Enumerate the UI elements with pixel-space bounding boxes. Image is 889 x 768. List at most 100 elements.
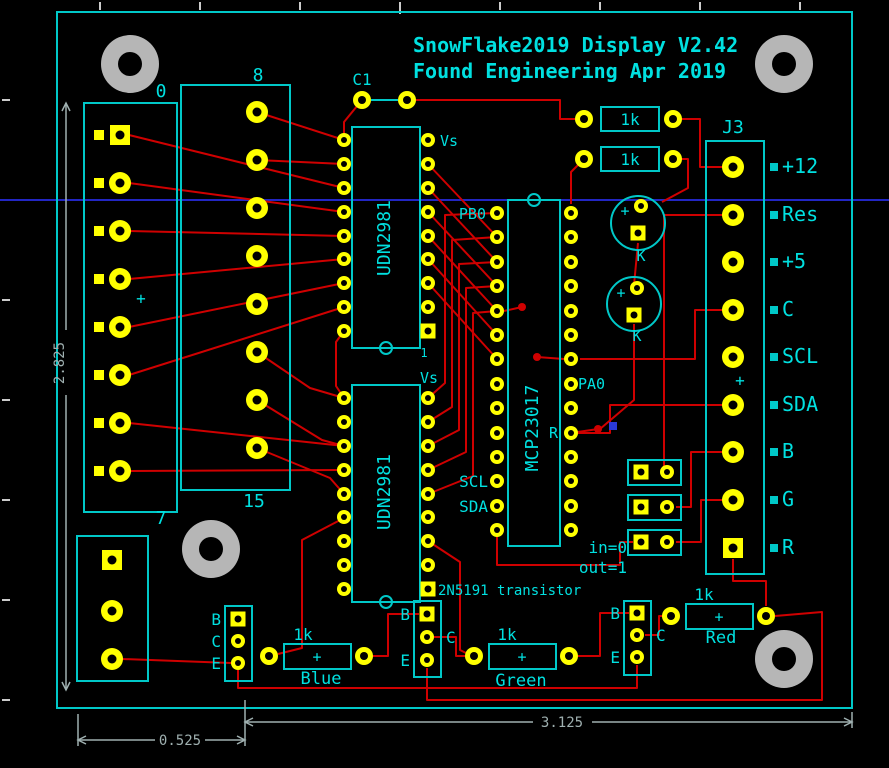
- connector-j3[interactable]: J3 + +12 Res +5 C SCL SDA B G R: [705, 117, 818, 575]
- pad[interactable]: [109, 460, 131, 482]
- pad[interactable]: [246, 293, 268, 315]
- pad[interactable]: [337, 300, 351, 314]
- pad[interactable]: [629, 605, 645, 621]
- pad[interactable]: [337, 252, 351, 266]
- pad[interactable]: [630, 225, 646, 241]
- pad[interactable]: [101, 648, 123, 670]
- pad[interactable]: [421, 391, 435, 405]
- pad[interactable]: [102, 550, 122, 570]
- pad[interactable]: [101, 600, 123, 622]
- pad[interactable]: [421, 157, 435, 171]
- transistor-q2[interactable]: B C E: [400, 600, 456, 678]
- pad[interactable]: [337, 582, 351, 596]
- pad[interactable]: [421, 487, 435, 501]
- pad[interactable]: [564, 352, 578, 366]
- pad[interactable]: [722, 346, 744, 368]
- pad[interactable]: [575, 150, 593, 168]
- trace-bundle-mid[interactable]: [277, 330, 633, 655]
- pad[interactable]: [260, 647, 278, 665]
- pad[interactable]: [109, 364, 131, 386]
- pad[interactable]: [465, 647, 483, 665]
- ic-udn2981-2[interactable]: UDN2981 Vs: [337, 369, 438, 609]
- pad[interactable]: [421, 510, 435, 524]
- pad[interactable]: [94, 466, 104, 476]
- pad[interactable]: [664, 150, 682, 168]
- pad[interactable]: [722, 489, 744, 511]
- diode-d2[interactable]: + K: [606, 276, 662, 345]
- pad[interactable]: [490, 352, 504, 366]
- pad[interactable]: [246, 341, 268, 363]
- pad[interactable]: [630, 281, 644, 295]
- pad[interactable]: [231, 656, 245, 670]
- pad[interactable]: [421, 276, 435, 290]
- pad[interactable]: [490, 328, 504, 342]
- pad[interactable]: [564, 206, 578, 220]
- pad[interactable]: [490, 206, 504, 220]
- pad[interactable]: [490, 377, 504, 391]
- jumper-blocks[interactable]: in=0 out=1: [579, 459, 682, 577]
- pad[interactable]: [490, 304, 504, 318]
- pad[interactable]: [564, 450, 578, 464]
- pad[interactable]: [420, 581, 436, 597]
- pad[interactable]: [634, 199, 648, 213]
- pad[interactable]: [421, 252, 435, 266]
- pad[interactable]: [94, 322, 104, 332]
- transistor-q1[interactable]: B C E: [211, 605, 253, 682]
- pad[interactable]: [337, 157, 351, 171]
- copper-traces[interactable]: [121, 99, 823, 701]
- resistor-blue[interactable]: 1k + Blue: [260, 625, 373, 689]
- pad[interactable]: [421, 463, 435, 477]
- pad[interactable]: [421, 205, 435, 219]
- board-outline[interactable]: [56, 11, 853, 709]
- pad[interactable]: [421, 133, 435, 147]
- pad[interactable]: [355, 647, 373, 665]
- pad[interactable]: [109, 172, 131, 194]
- pad[interactable]: [722, 156, 744, 178]
- pad[interactable]: [664, 110, 682, 128]
- pad[interactable]: [109, 220, 131, 242]
- connector-bottom-left[interactable]: [76, 535, 149, 682]
- pad[interactable]: [94, 178, 104, 188]
- pad[interactable]: [630, 628, 644, 642]
- pad[interactable]: [722, 299, 744, 321]
- board-title[interactable]: SnowFlake2019 Display V2.42 Found Engine…: [413, 33, 738, 83]
- pad[interactable]: [660, 465, 674, 479]
- connector-top[interactable]: 8 15: [180, 65, 291, 512]
- pad[interactable]: [420, 630, 434, 644]
- resistor-red[interactable]: 1k + Red: [662, 585, 775, 648]
- pad[interactable]: [421, 534, 435, 548]
- pad[interactable]: [490, 523, 504, 537]
- pad[interactable]: [757, 607, 775, 625]
- pad[interactable]: [633, 499, 649, 515]
- pad[interactable]: [420, 653, 434, 667]
- pad[interactable]: [337, 415, 351, 429]
- pad[interactable]: [564, 304, 578, 318]
- pad[interactable]: [490, 255, 504, 269]
- pad[interactable]: [246, 197, 268, 219]
- pad[interactable]: [564, 474, 578, 488]
- pad[interactable]: [94, 418, 104, 428]
- trace-vias-links[interactable]: [503, 306, 565, 360]
- pad[interactable]: [630, 650, 644, 664]
- pad[interactable]: [110, 125, 130, 145]
- pad[interactable]: [246, 101, 268, 123]
- pad[interactable]: [94, 274, 104, 284]
- pad[interactable]: [564, 523, 578, 537]
- mounting-hole[interactable]: [101, 35, 159, 93]
- trace-bundle-top[interactable]: [343, 99, 723, 434]
- transistor-q3[interactable]: B C E: [610, 600, 666, 676]
- pad[interactable]: [246, 245, 268, 267]
- resistor-green[interactable]: 1k + Green: [465, 625, 578, 691]
- pad[interactable]: [337, 534, 351, 548]
- board-title-line2[interactable]: Found Engineering Apr 2019: [413, 59, 726, 83]
- pad[interactable]: [109, 316, 131, 338]
- pad[interactable]: [337, 510, 351, 524]
- pad[interactable]: [337, 487, 351, 501]
- pad[interactable]: [490, 279, 504, 293]
- trace-bundle-ic2-mcp[interactable]: [427, 212, 498, 495]
- pad[interactable]: [230, 611, 246, 627]
- board-title-line1[interactable]: SnowFlake2019 Display V2.42: [413, 33, 738, 57]
- pad[interactable]: [633, 464, 649, 480]
